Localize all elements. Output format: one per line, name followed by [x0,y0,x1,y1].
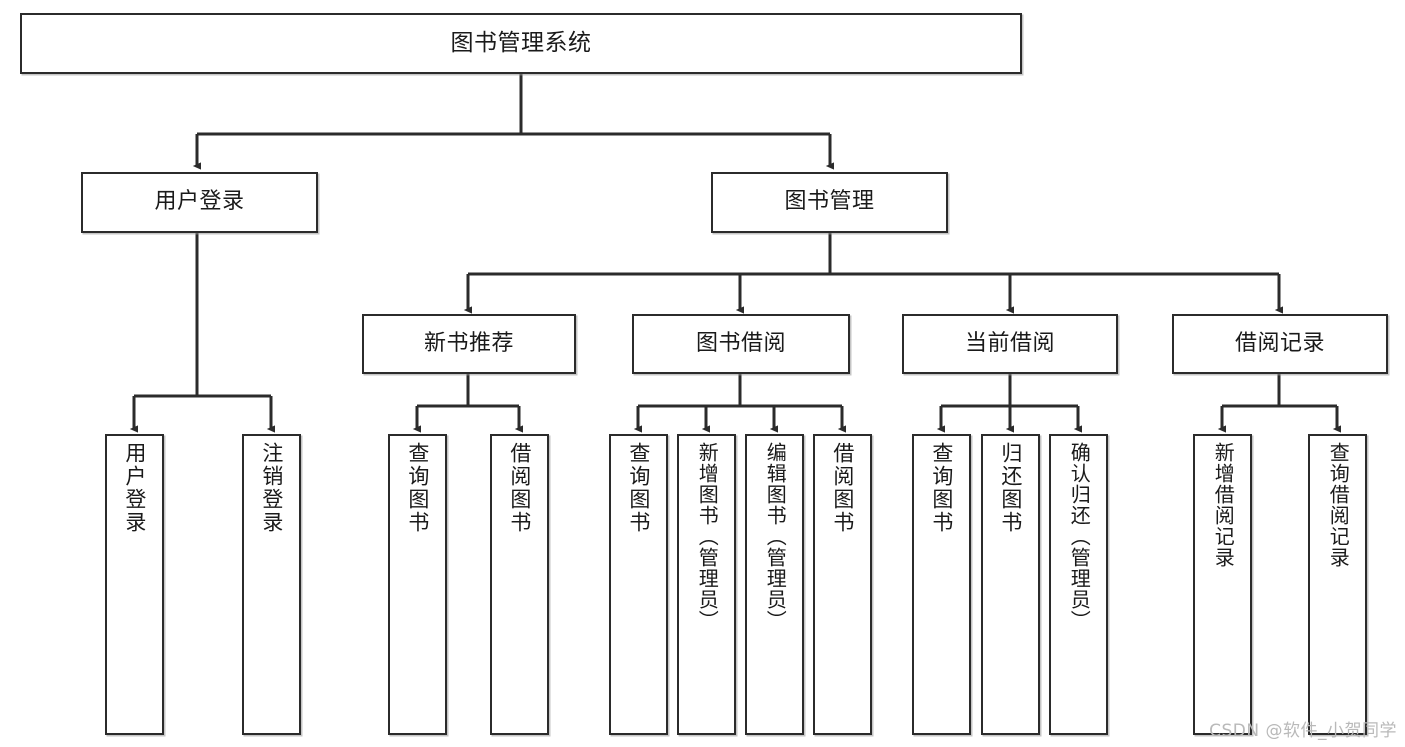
node-leaf-borrow-book-1[interactable]: 借阅图书 [490,434,549,735]
node-leaf-query-book-2[interactable]: 查询图书 [609,434,668,735]
node-borrow-record[interactable]: 借阅记录 [1172,314,1388,374]
node-label: 注销登录 [259,442,284,534]
node-label: 用户登录 [122,442,147,534]
node-leaf-query-book-1[interactable]: 查询图书 [388,434,447,735]
node-current-borrow[interactable]: 当前借阅 [902,314,1118,374]
node-label: 确认归还（管理员） [1067,442,1092,631]
node-label: 借阅图书 [507,442,532,534]
node-label: 新增图书（管理员） [695,442,720,631]
node-label: 编辑图书（管理员） [763,442,788,631]
node-label: 新书推荐 [423,330,514,356]
node-label: 查询图书 [626,442,651,534]
node-label: 查询借阅记录 [1326,442,1351,568]
node-label: 图书借阅 [695,330,786,356]
node-label: 新增借阅记录 [1211,442,1236,568]
node-leaf-query-book-3[interactable]: 查询图书 [912,434,971,735]
node-root-system[interactable]: 图书管理系统 [20,13,1022,74]
node-leaf-add-book[interactable]: 新增图书（管理员） [677,434,736,735]
node-book-manage[interactable]: 图书管理 [711,172,948,233]
node-label: 归还图书 [998,442,1023,534]
node-label: 当前借阅 [964,330,1055,356]
node-label: 用户登录 [154,189,245,215]
node-label: 借阅图书 [830,442,855,534]
node-label: 图书管理系统 [450,29,592,56]
node-leaf-confirm-return[interactable]: 确认归还（管理员） [1049,434,1108,735]
node-new-book-rec[interactable]: 新书推荐 [362,314,576,374]
node-label: 查询图书 [929,442,954,534]
csdn-watermark: CSDN @软件_小贺同学 [1209,721,1397,741]
node-leaf-borrow-book-2[interactable]: 借阅图书 [813,434,872,735]
node-leaf-user-login[interactable]: 用户登录 [105,434,164,735]
node-leaf-return-book[interactable]: 归还图书 [981,434,1040,735]
node-book-borrow[interactable]: 图书借阅 [632,314,850,374]
node-label: 图书管理 [784,189,875,215]
node-leaf-logout-login[interactable]: 注销登录 [242,434,301,735]
node-leaf-query-record[interactable]: 查询借阅记录 [1308,434,1367,735]
node-user-login[interactable]: 用户登录 [81,172,318,233]
node-label: 借阅记录 [1234,330,1325,356]
node-leaf-edit-book[interactable]: 编辑图书（管理员） [745,434,804,735]
node-leaf-add-record[interactable]: 新增借阅记录 [1193,434,1252,735]
node-label: 查询图书 [405,442,430,534]
